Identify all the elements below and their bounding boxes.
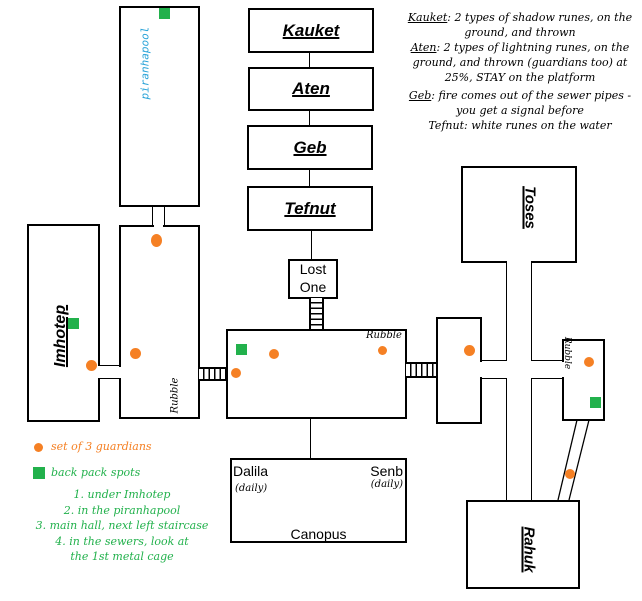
legend-guardian-icon — [34, 443, 43, 452]
boss-kauket: Kauket — [248, 8, 374, 53]
wall — [531, 379, 532, 501]
backpack-list-item: 4. in the sewers, look at the 1st metal … — [55, 534, 189, 564]
backpack-spot — [68, 318, 79, 329]
backpack-list-item: 3. main hall, next left staircase — [35, 519, 209, 532]
connector-line — [310, 419, 311, 458]
wall — [481, 378, 507, 379]
room-west-hall — [119, 225, 200, 419]
guardian-marker — [269, 349, 279, 359]
connector-line — [309, 53, 310, 67]
room-rahuk — [466, 500, 580, 589]
room-lost-one: Lost One — [288, 259, 338, 299]
room-toses — [461, 166, 577, 263]
room-imhotep — [27, 224, 100, 422]
wall — [99, 378, 120, 379]
note-kauket: Kauket: 2 types of shadow runes, on the … — [402, 10, 638, 40]
legend-guardians: set of 3 guardians — [51, 440, 152, 453]
wall — [164, 206, 165, 226]
boss-name: Rahuk — [520, 526, 538, 573]
rahuk-label: Rahuk — [521, 520, 540, 580]
wall — [152, 206, 153, 226]
note-text: : 2 types of lightning runes, on the gro… — [412, 41, 630, 84]
connector-line — [309, 111, 310, 125]
boss-name: Geb — [293, 137, 327, 157]
guardian-marker — [86, 360, 97, 371]
guardian-marker — [464, 345, 475, 356]
boss-tefnut: Tefnut — [247, 186, 373, 231]
legend-backpack-icon — [33, 467, 45, 479]
boss-name: Aten — [292, 79, 330, 98]
note-boss: Aten — [410, 41, 437, 54]
backpack-spot — [590, 397, 601, 408]
lost-one-label: One — [299, 279, 327, 295]
note-tefnut: Tefnut: white runes on the water — [402, 118, 638, 133]
note-geb: Geb: fire comes out of the sewer pipes -… — [402, 88, 638, 118]
staircase — [309, 298, 324, 330]
guardian-marker — [584, 357, 594, 367]
note-boss: Geb — [408, 89, 432, 102]
guardian-marker — [565, 469, 575, 479]
note-text: Tefnut: white runes on the water — [428, 119, 612, 132]
backpack-list-item: 1. under Imhotep — [73, 488, 171, 501]
backpack-list: 1. under Imhotep 2. in the piranhapool 3… — [22, 487, 222, 565]
room-canopus: Dalila (daily) Senb (daily) Canopus — [230, 458, 407, 543]
boss-aten: Aten — [248, 67, 374, 111]
guardian-marker — [151, 234, 162, 247]
wall — [531, 262, 532, 361]
lost-one-label: Lost — [299, 261, 327, 277]
wall — [99, 365, 120, 366]
note-text: : fire comes out of the sewer pipes - yo… — [431, 89, 632, 117]
staircase — [406, 362, 437, 378]
note-aten: Aten: 2 types of lightning runes, on the… — [402, 40, 638, 85]
guardian-marker — [231, 368, 241, 378]
legend-backpacks: back pack spots — [51, 466, 141, 479]
backpack-spot — [236, 344, 247, 355]
rubble-label: Rubble — [366, 330, 402, 341]
daily-tag: (daily) — [235, 483, 268, 494]
npc-senb: Senb — [370, 463, 403, 479]
room-main-hall — [226, 329, 407, 419]
canopus-label: Canopus — [290, 526, 347, 542]
room-piranhapool — [119, 6, 200, 207]
guardian-marker — [378, 346, 387, 355]
wall — [531, 360, 563, 361]
daily-tag: (daily) — [370, 479, 403, 490]
npc-dalila: Dalila — [233, 463, 269, 479]
backpack-list-item: 2. in the piranhapool — [63, 503, 181, 517]
boss-geb: Geb — [247, 125, 373, 170]
backpack-spot — [159, 8, 170, 19]
wall — [506, 262, 507, 361]
note-text: : 2 types of shadow runes, on the ground… — [447, 11, 633, 39]
boss-name: Kauket — [282, 20, 340, 40]
boss-notes: Kauket: 2 types of shadow runes, on the … — [402, 10, 638, 133]
staircase — [199, 367, 227, 381]
wall — [506, 379, 507, 501]
boss-name: Tefnut — [284, 198, 336, 218]
connector-line — [309, 170, 310, 186]
guardian-marker — [130, 348, 141, 359]
note-boss: Kauket — [407, 11, 448, 24]
wall — [481, 360, 507, 361]
connector-line — [311, 231, 312, 259]
wall — [531, 378, 563, 379]
